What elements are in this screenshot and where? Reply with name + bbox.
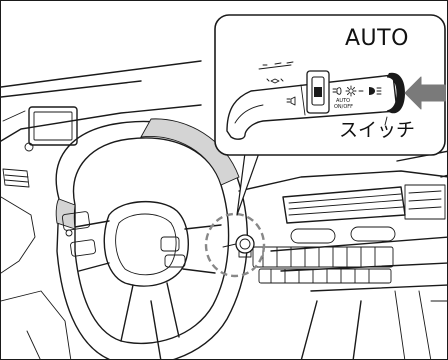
- switch-label: スイッチ: [339, 119, 415, 141]
- right-vent: [283, 185, 445, 223]
- stalk-onoff-text: ON/OFF: [334, 105, 353, 110]
- steering-wheel: [56, 119, 247, 360]
- callout-leader: [237, 153, 259, 215]
- auto-label: AUTO: [345, 27, 409, 51]
- display-screen: [25, 107, 77, 151]
- stalk-highlight: [206, 214, 264, 276]
- left-vent: [3, 169, 29, 187]
